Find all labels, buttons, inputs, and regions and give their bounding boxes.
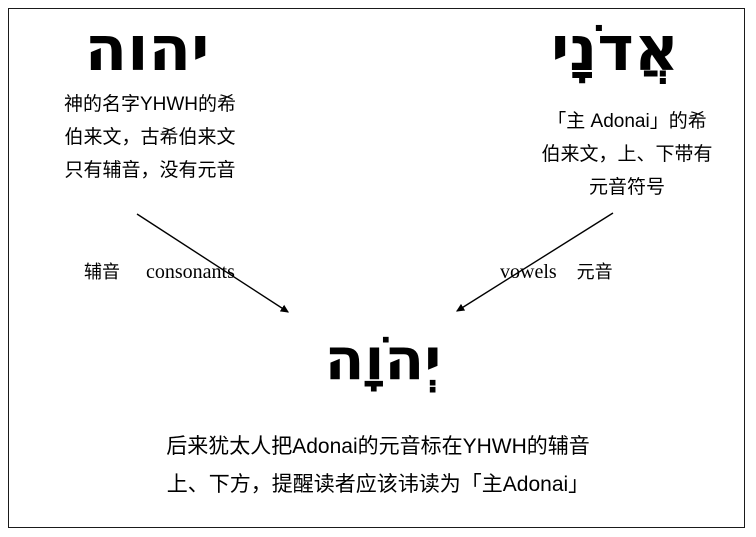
vowels-label-cn: 元音 [576,262,613,282]
bottom-caption-block: 后来犹太人把Adonai的元音标在YHWH的辅音 上、下方，提醒读者应该讳读为「… [78,428,678,504]
left-caption-line-2: 伯来文，古希伯来文 [64,127,236,148]
hebrew-adonai-pointed: אֲדֹנָי [551,12,679,85]
vowels-label: vowels 元音 [500,258,613,284]
bottom-caption-line-1: 后来犹太人把Adonai的元音标在YHWH的辅音 [166,435,590,458]
hebrew-yhwh-unpointed: יהוה [84,12,210,85]
consonants-label-cn: 辅音 [84,262,120,282]
right-caption-line-3: 元音符号 [588,177,665,198]
right-caption-block: 「主 Adonai」的希 伯来文，上、下带有 元音符号 [508,105,746,204]
vowels-label-en: vowels [500,261,557,283]
left-caption-line-1: 神的名字YHWH的希 [63,94,237,115]
consonants-label: 辅音 consonants [84,258,235,284]
left-caption-block: 神的名字YHWH的希 伯来文，古希伯来文 只有辅音，没有元音 [30,88,270,187]
right-caption-line-1: 「主 Adonai」的希 [547,111,707,132]
hebrew-yhwh-pointed: יְהֹוָה [324,325,442,393]
consonants-label-en: consonants [146,261,235,283]
right-caption-line-2: 伯来文，上、下带有 [541,144,713,165]
left-caption-line-3: 只有辅音，没有元音 [64,160,236,181]
bottom-caption-line-2: 上、下方，提醒读者应该讳读为「主Adonai」 [166,473,590,496]
